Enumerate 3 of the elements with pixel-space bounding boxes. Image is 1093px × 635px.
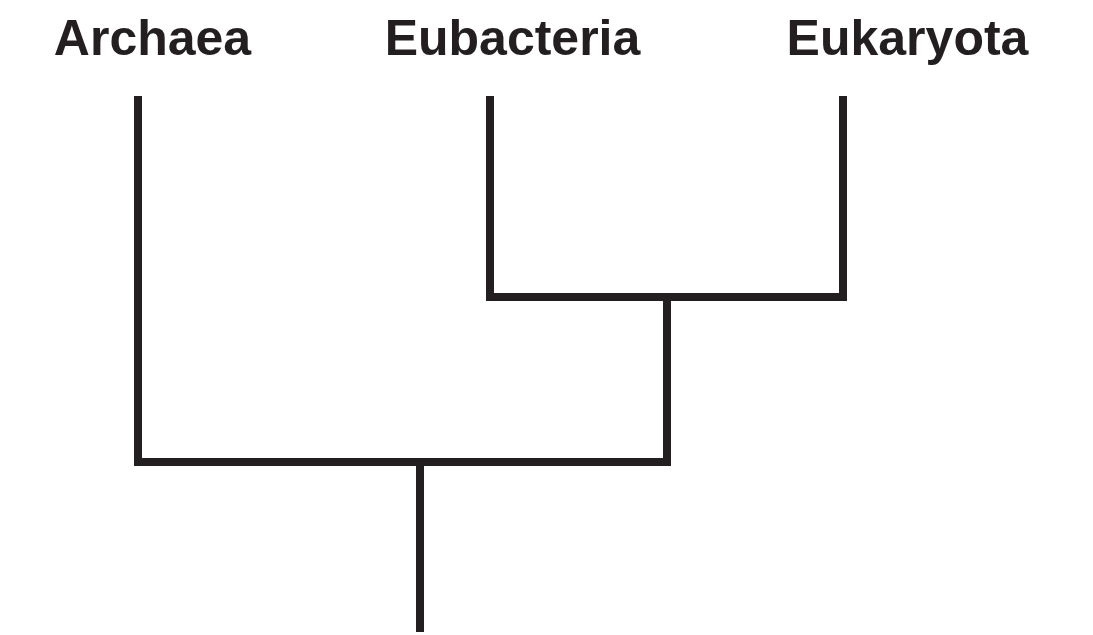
taxon-label: Archaea bbox=[53, 9, 252, 68]
taxon-label: Eubacteria bbox=[384, 9, 641, 68]
taxon-label: Eukaryota bbox=[786, 9, 1029, 68]
